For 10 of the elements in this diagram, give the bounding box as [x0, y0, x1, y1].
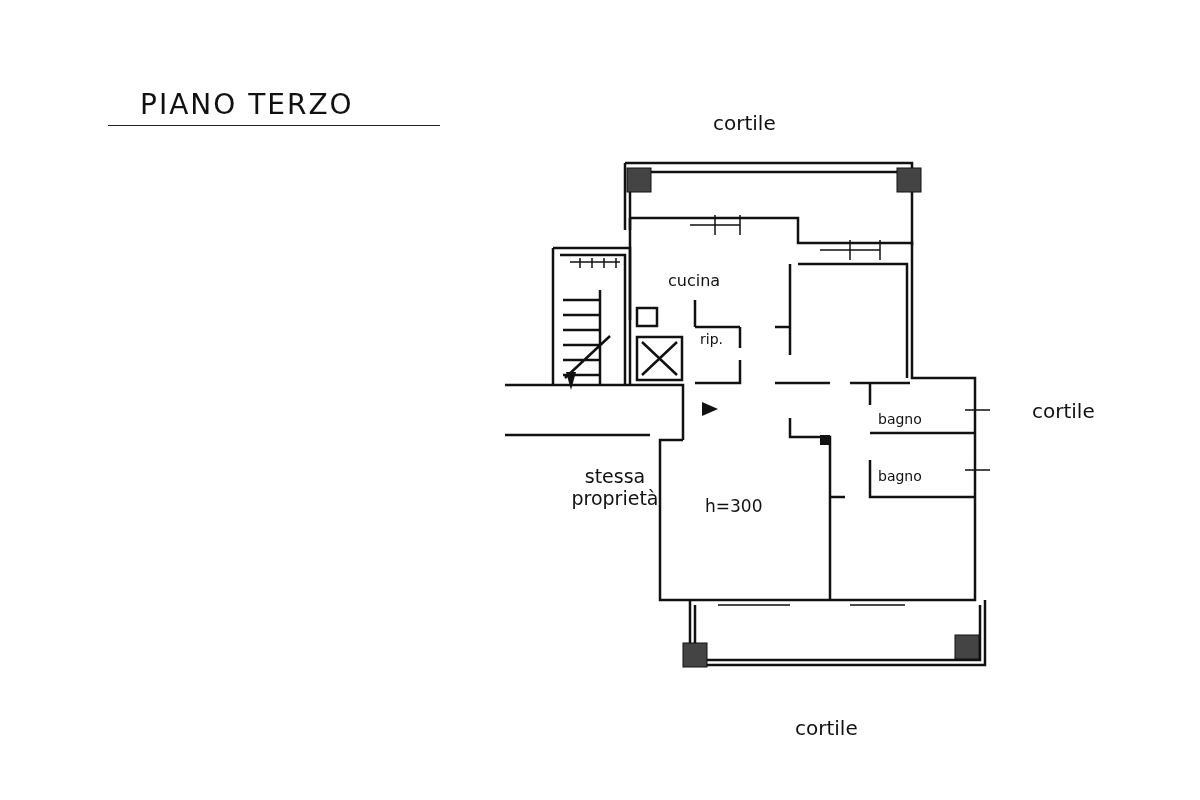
- room-label: bagno: [878, 468, 922, 485]
- height-label: h=300: [705, 497, 763, 517]
- room-label: bagno: [878, 411, 922, 428]
- plan-title: PIANO TERZO: [108, 88, 440, 126]
- area-label: stessa proprietà: [570, 466, 660, 510]
- courtyard-label: cortile: [795, 717, 858, 740]
- courtyard-label: cortile: [713, 112, 776, 135]
- room-label: cucina: [668, 272, 721, 291]
- courtyard-label: cortile: [1032, 400, 1095, 423]
- room-label: rip.: [700, 331, 723, 348]
